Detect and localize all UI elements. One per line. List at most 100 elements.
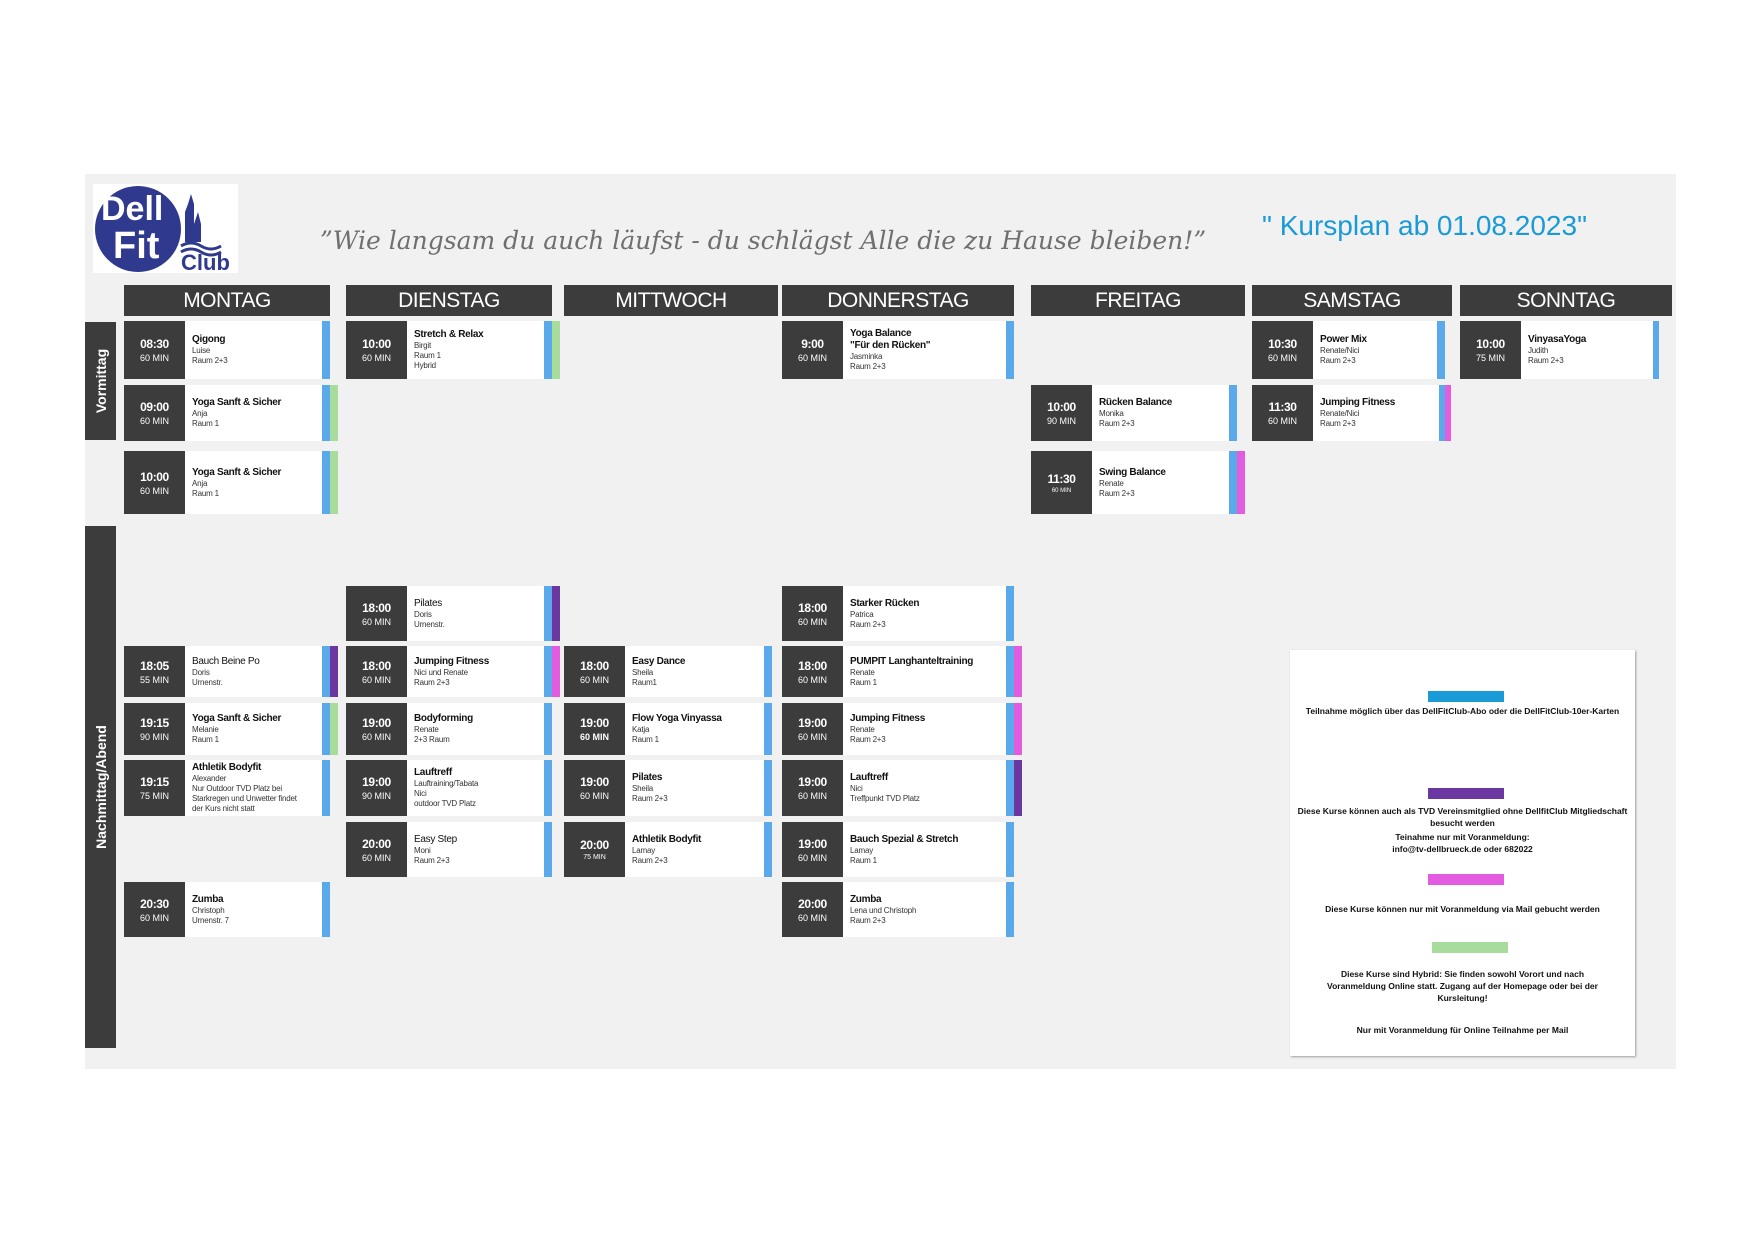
course-room: Raum 1 xyxy=(850,855,877,865)
course-name: Bauch Beine Po xyxy=(192,655,260,667)
tag-blue xyxy=(1006,882,1014,937)
period-afternoon: Nachmittag/Abend xyxy=(85,526,116,1048)
course-time-block: 19:15 90 MIN xyxy=(124,703,185,755)
course-room: Raum 2+3 xyxy=(414,855,450,865)
course-time: 10:30 xyxy=(1268,337,1297,351)
course-room: Urnenstr. xyxy=(414,619,445,629)
course-note: Nur Outdoor TVD Platz bei xyxy=(192,784,283,793)
course-room: Raum 2+3 xyxy=(1528,356,1564,365)
course-duration: 60 MIN xyxy=(1051,487,1072,494)
course-name: Athletik Bodyfit xyxy=(192,762,262,773)
course-duration: 60 MIN xyxy=(579,732,609,742)
course-room: Raum 2+3 xyxy=(850,619,886,629)
course-room: Raum 1 xyxy=(192,419,219,428)
tag-blue xyxy=(764,822,772,877)
course-time: 19:15 xyxy=(140,716,169,730)
course-color-tags xyxy=(544,321,560,379)
course-mode: Hybrid xyxy=(414,361,436,370)
course-color-tags xyxy=(322,321,330,379)
course-color-tags xyxy=(1006,321,1014,379)
course-duration: 90 MIN xyxy=(139,732,169,742)
legend-swatch-pink xyxy=(1428,874,1504,885)
course-time-block: 19:00 60 MIN xyxy=(564,703,625,755)
course-color-tags xyxy=(544,703,552,755)
course-time: 19:00 xyxy=(580,716,609,730)
course-color-tags xyxy=(322,385,338,441)
course-room: 2+3 Raum xyxy=(414,735,450,744)
course-name: Lauftreff xyxy=(850,772,888,783)
tag-blue xyxy=(1006,586,1014,641)
course-color-tags xyxy=(764,703,772,755)
course-trainer: Lamay xyxy=(632,845,656,855)
day-header-sunday: SONNTAG xyxy=(1460,285,1672,316)
course-name: VinyasaYoga xyxy=(1528,334,1587,345)
course-name: Swing Balance xyxy=(1099,466,1166,478)
tag-blue xyxy=(1437,321,1445,379)
course-color-tags xyxy=(544,760,552,816)
course-color-tags xyxy=(544,586,560,641)
course-duration: 75 MIN xyxy=(583,854,606,861)
course-duration: 60 MIN xyxy=(797,674,827,685)
day-header-thursday: DONNERSTAG xyxy=(782,285,1014,316)
course-subtitle: Lauftraining/Tabata xyxy=(414,779,479,788)
course-duration: 60 MIN xyxy=(139,416,169,426)
course-name: Bauch Spezial & Stretch xyxy=(850,833,959,845)
course-trainer: Doris xyxy=(192,667,210,677)
course-color-tags xyxy=(1439,385,1451,441)
course-name: Jumping Fitness xyxy=(850,713,925,724)
course-color-tags xyxy=(1006,586,1014,641)
course-subtitle: "Für den Rücken" xyxy=(850,340,931,351)
course-trainer: Renate xyxy=(850,667,875,677)
course-room: Urnenstr. 7 xyxy=(192,915,229,925)
tag-green xyxy=(330,703,338,755)
course-room: Raum 1 xyxy=(192,488,219,498)
